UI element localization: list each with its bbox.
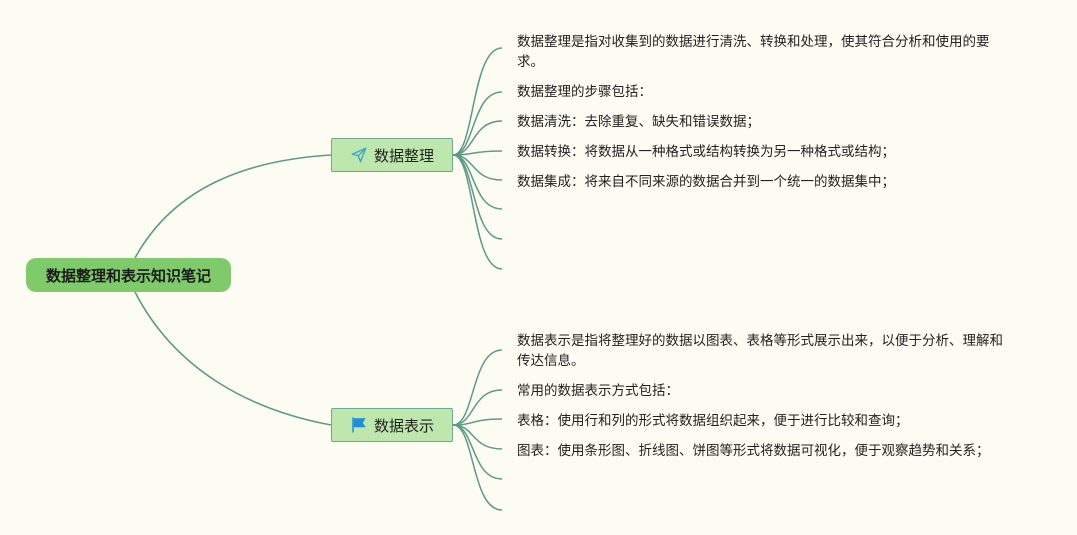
leaf-connector: [452, 349, 503, 426]
leaf-item[interactable]: 数据清洗：去除重复、缺失和错误数据；: [517, 114, 760, 130]
paper-plane-icon: [351, 147, 367, 163]
leaf-item[interactable]: 常用的数据表示方式包括：: [517, 383, 679, 399]
leaf-item[interactable]: 数据集成：将来自不同来源的数据合并到一个统一的数据集中；: [517, 174, 895, 190]
topic-node-label: 数据整理: [373, 146, 434, 165]
leaf-connector: [452, 120, 503, 156]
root-node-label: 数据整理和表示知识笔记: [45, 266, 211, 285]
leaf-connector: [452, 91, 503, 156]
leaf-connector: [452, 154, 503, 210]
leaf-connector: [452, 424, 503, 511]
leaf-connector: [452, 389, 503, 426]
leaf-item[interactable]: 图表：使用条形图、折线图、饼图等形式将数据可视化，便于观察趋势和关系；: [517, 443, 990, 459]
topic-node-data-organizing[interactable]: 数据整理: [331, 138, 453, 172]
flag-icon: [352, 417, 366, 433]
leaf-item[interactable]: 表格：使用行和列的形式将数据组织起来，便于进行比较和查询；: [517, 413, 909, 429]
leaf-connector: [452, 47, 503, 156]
branch-1-leaf-connectors: [452, 47, 503, 270]
leaf-item[interactable]: 数据表示是指将整理好的数据以图表、表格等形式展示出来，以便于分析、理解和传达信息…: [517, 333, 1003, 369]
leaf-item[interactable]: 数据转换：将数据从一种格式或结构转换为另一种格式或结构；: [517, 144, 895, 160]
topic-node-data-representation[interactable]: 数据表示: [331, 408, 453, 442]
root-node[interactable]: 数据整理和表示知识笔记: [26, 258, 231, 292]
leaf-connector: [452, 424, 503, 480]
leaf-item[interactable]: 数据整理的步骤包括：: [517, 84, 652, 100]
leaf-connector: [452, 154, 503, 270]
connector-root-branch-2: [134, 291, 332, 426]
branch-2-leaf-connectors: [452, 349, 503, 511]
connector-root-branch-1: [134, 154, 332, 259]
topic-node-label: 数据表示: [373, 416, 434, 435]
leaf-item[interactable]: 数据整理是指对收集到的数据进行清洗、转换和处理，使其符合分析和使用的要求。: [517, 34, 990, 70]
